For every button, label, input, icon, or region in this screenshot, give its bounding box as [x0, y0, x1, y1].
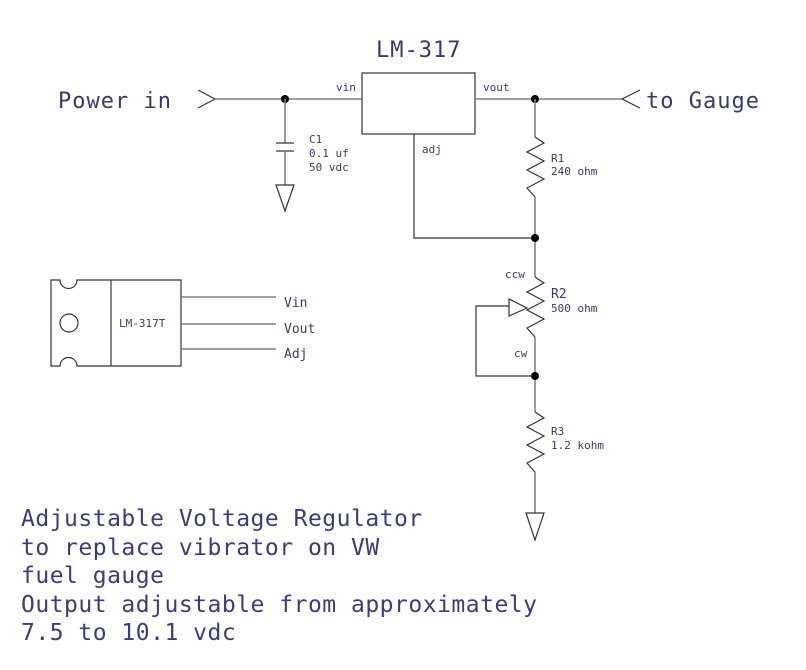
pin-vin-label: vin: [336, 81, 356, 94]
c1-ref: C1: [309, 133, 322, 146]
package-pin-adj: Adj: [284, 347, 307, 362]
to220-package-icon: [50, 279, 276, 367]
r2-ccw-label: ccw: [505, 268, 525, 281]
adj-wire: [413, 134, 535, 239]
note-line-3: fuel gauge: [21, 563, 164, 589]
r2-value: 500 ohm: [551, 302, 598, 315]
package-pin-vin: Vin: [284, 296, 307, 311]
mounting-hole-icon: [59, 313, 79, 333]
note-line-5: 7.5 to 10.1 vdc: [21, 620, 236, 646]
package-outline: [50, 279, 182, 367]
r3-ref: R3: [551, 425, 564, 438]
r2-wiper-loop: [475, 305, 535, 377]
r2-cw-label: cw: [514, 347, 528, 360]
output-arrow-icon: [620, 89, 641, 109]
input-arrow-icon: [197, 89, 217, 109]
c1-rating: 50 vdc: [309, 161, 349, 174]
r3-resistor-icon: [525, 411, 546, 473]
pin-vout-label: vout: [483, 81, 510, 94]
lm317-box: [361, 72, 476, 135]
package-name: LM-317T: [119, 317, 166, 330]
power-in-label: Power in: [58, 89, 172, 114]
to-gauge-label: to Gauge: [646, 89, 760, 114]
note-line-1: Adjustable Voltage Regulator: [21, 506, 423, 532]
c1-value: 0.1 uf: [309, 147, 349, 160]
ground-icon-c1: [275, 184, 295, 213]
regulator-title: LM-317: [376, 38, 461, 63]
r1-resistor-icon: [525, 136, 546, 198]
r2-ref: R2: [551, 287, 567, 302]
package-pin-vout: Vout: [284, 322, 315, 337]
pin-adj-label: adj: [422, 143, 442, 156]
note-line-2: to replace vibrator on VW: [21, 535, 380, 561]
r2-wiper-icon: [508, 298, 529, 317]
junction-adj: [531, 234, 539, 242]
r2-resistor-icon: [525, 276, 546, 338]
junction-cw: [531, 372, 539, 380]
r3-value: 1.2 kohm: [551, 439, 604, 452]
r1-ref: R1: [551, 152, 564, 165]
r1-value: 240 ohm: [551, 165, 598, 178]
ground-icon-r3: [525, 512, 545, 542]
note-line-4: Output adjustable from approximately: [21, 592, 538, 618]
